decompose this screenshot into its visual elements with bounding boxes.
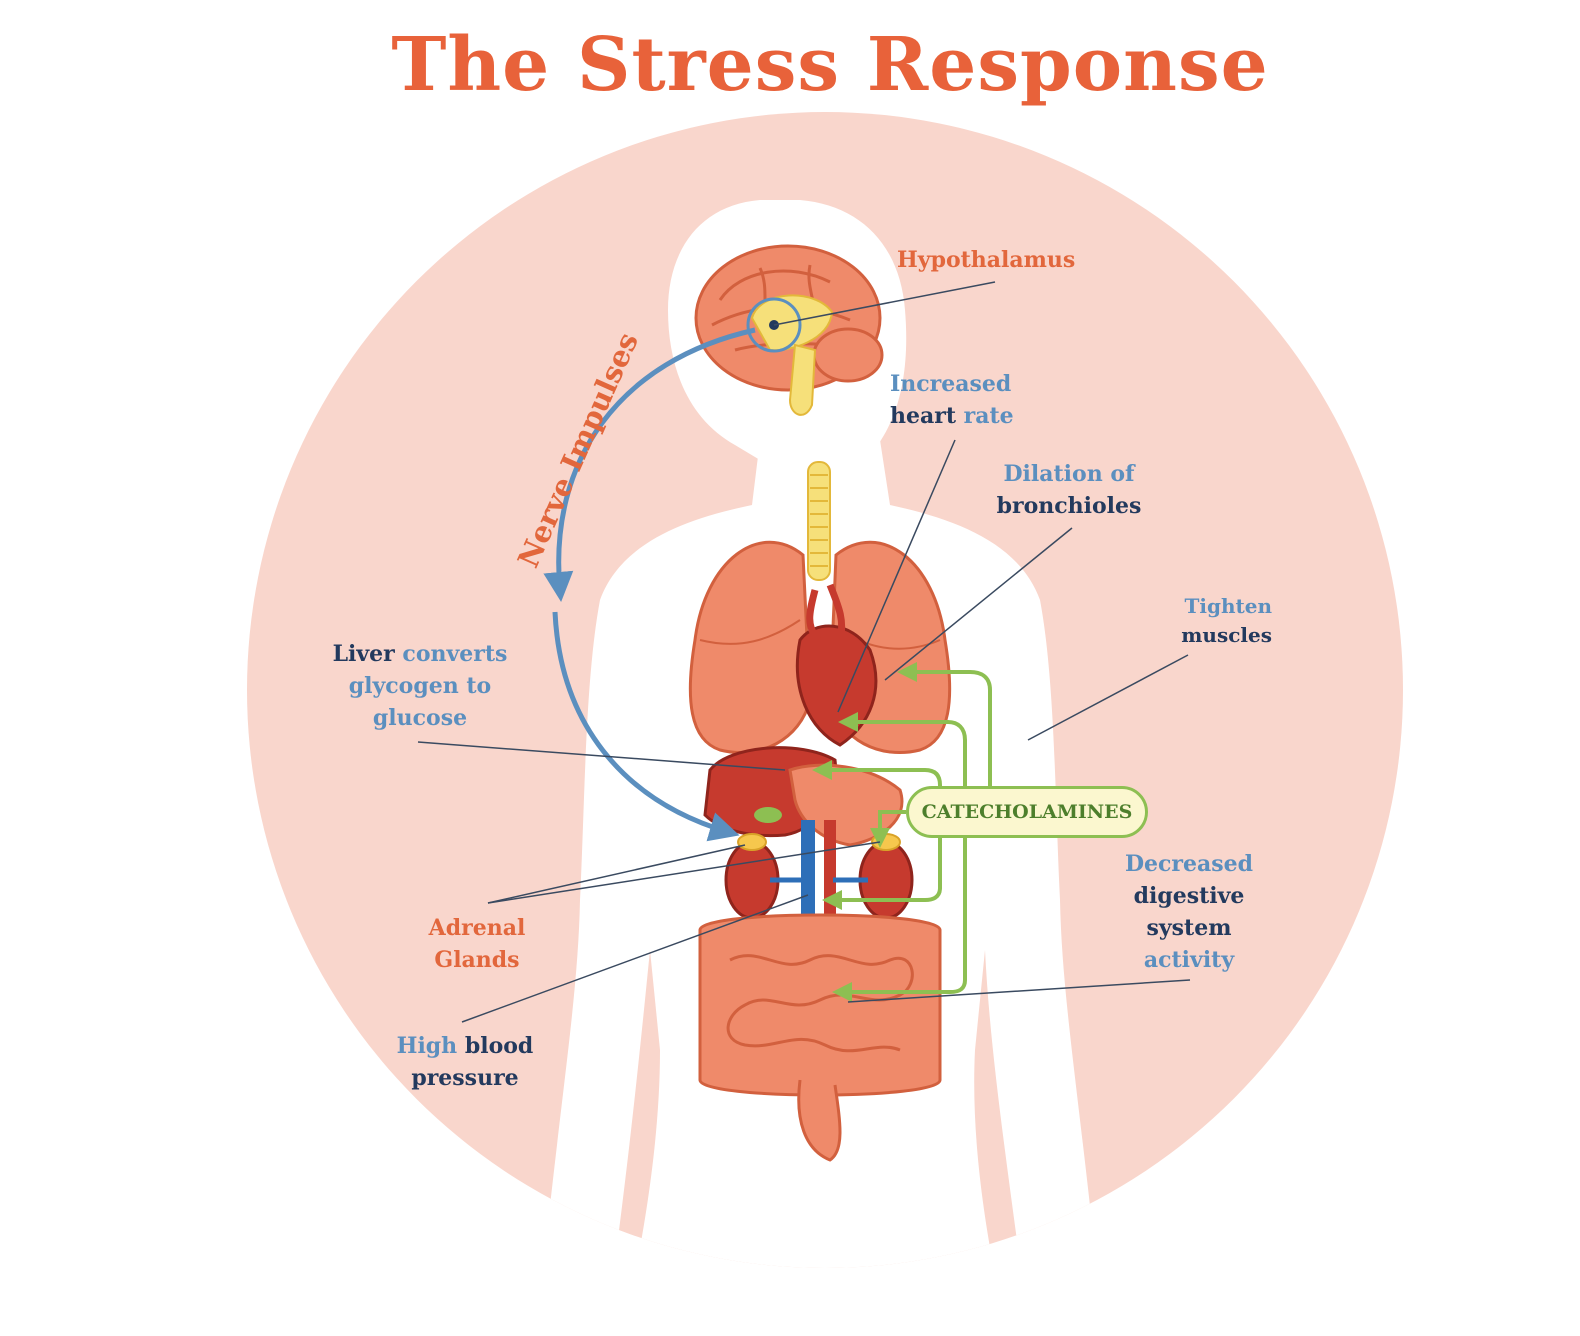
blood-pressure-light: High <box>396 1033 458 1059</box>
adrenal-gland-left <box>737 833 767 851</box>
blood-pressure-dark: blood <box>457 1033 534 1059</box>
nerve-impulse-arrow-upper <box>543 327 756 602</box>
liver-label: Liver converts glycogen to glucose <box>320 638 520 734</box>
liver-line2: glycogen to <box>348 673 492 699</box>
muscles-line2: muscles <box>1181 623 1272 647</box>
blood-pressure-label: High blood pressure <box>390 1030 540 1094</box>
cerebellum <box>812 327 884 383</box>
heart-rate-rest: rate <box>956 403 1014 429</box>
digestive-line4: activity <box>1143 947 1235 973</box>
digestive-line2: digestive <box>1133 883 1245 909</box>
catecholamines-badge: CATECHOLAMINES <box>906 786 1148 838</box>
liver-bold: Liver <box>332 641 395 667</box>
trachea <box>807 461 831 581</box>
heart-rate-bold: heart <box>890 403 956 429</box>
nerve-impulse-arrow-lower <box>552 611 740 842</box>
heart-rate-line1: Increased <box>890 371 1012 397</box>
hypothalamus-marker <box>746 297 802 353</box>
muscles-line1: Tighten <box>1184 594 1272 618</box>
major-vessels <box>770 820 868 930</box>
adrenal-line1: Adrenal <box>428 915 526 941</box>
liver-rest: converts <box>394 641 508 667</box>
blood-pressure-line2: pressure <box>411 1065 519 1091</box>
heart-rate-label: Increased heart rate <box>890 368 1014 432</box>
digestive-line1: Decreased <box>1124 851 1254 877</box>
page-title: The Stress Response <box>391 22 1269 108</box>
brain-stem <box>788 343 817 416</box>
digestive-label: Decreased digestive system activity <box>1118 848 1260 976</box>
catecholamine-arrows <box>812 662 992 1002</box>
muscles-label: Tighten muscles <box>1150 592 1272 650</box>
bronchioles-line2: bronchioles <box>996 493 1142 519</box>
brain <box>694 244 884 416</box>
gallbladder <box>754 807 782 823</box>
digestive-line3: system <box>1146 915 1232 941</box>
liver-line3: glucose <box>372 705 468 731</box>
bronchioles-label: Dilation of bronchioles <box>992 458 1146 522</box>
hypothalamus-label: Hypothalamus <box>897 247 1076 273</box>
leader-lines <box>417 281 1191 1023</box>
liver <box>703 746 904 847</box>
intestines <box>698 913 942 1162</box>
bronchioles-line1: Dilation of <box>1003 461 1135 487</box>
adrenal-glands-label: Adrenal Glands <box>418 912 536 976</box>
adrenal-line2: Glands <box>434 947 520 973</box>
